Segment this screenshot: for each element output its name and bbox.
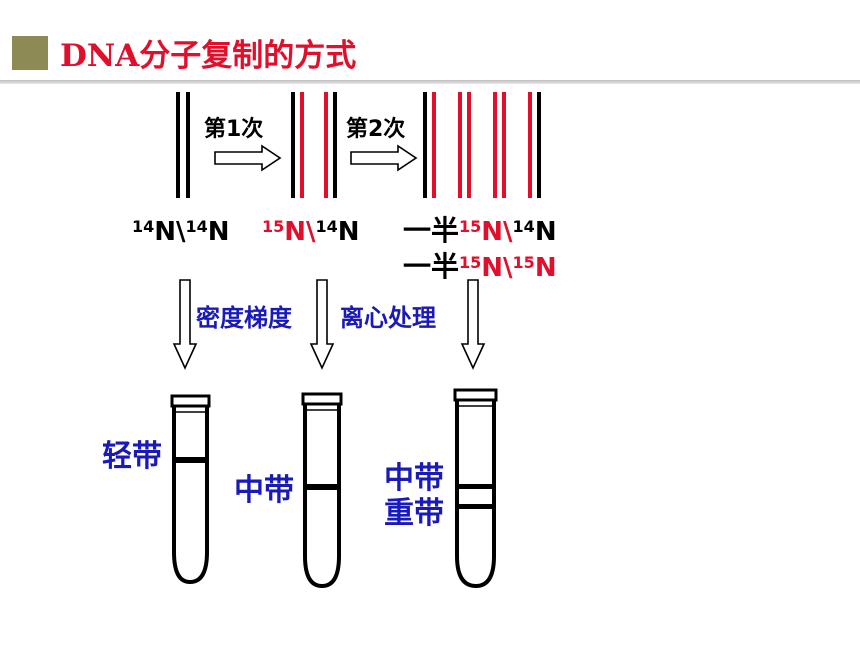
right-arrow-icon-2 [350,144,418,172]
page-title: DNA分子复制的方式 [60,38,357,74]
gen2-strands [423,92,541,198]
title-bar: DNA分子复制的方式 [0,0,860,90]
right-arrow-icon [214,144,282,172]
middle-band [307,484,337,490]
down-arrow-icon [172,279,198,370]
title-square-icon [12,36,48,70]
test-tube-middle [301,392,343,589]
title-divider [0,80,860,84]
test-tube-light [170,394,211,585]
light-band-label: 轻带 [102,439,162,474]
gen2-line2-label: 一半15N\15N [403,250,557,283]
gen0-strands [176,92,190,198]
heavy-band [459,504,492,509]
middle-band-2 [459,484,492,489]
gen0-isotope-label: 14N\14N [132,217,230,247]
down-arrow-icon-2 [309,279,335,370]
gen1-isotope-label: 15N\14N [262,217,360,247]
gen2-line1-label: 一半15N\14N [403,214,557,247]
step-first-label: 第1次 [204,116,263,142]
test-tube-mixed [453,388,498,589]
middle-band-label: 中带 [234,473,294,508]
process-left-label: 密度梯度 [196,304,293,332]
gen1-strands [291,92,337,198]
middle-band-label-2: 中带 [384,461,444,496]
step-second-label: 第2次 [346,116,405,142]
process-right-label: 离心处理 [340,304,436,332]
heavy-band-label: 重带 [384,496,444,531]
light-band [176,457,205,463]
down-arrow-icon-3 [460,279,486,370]
